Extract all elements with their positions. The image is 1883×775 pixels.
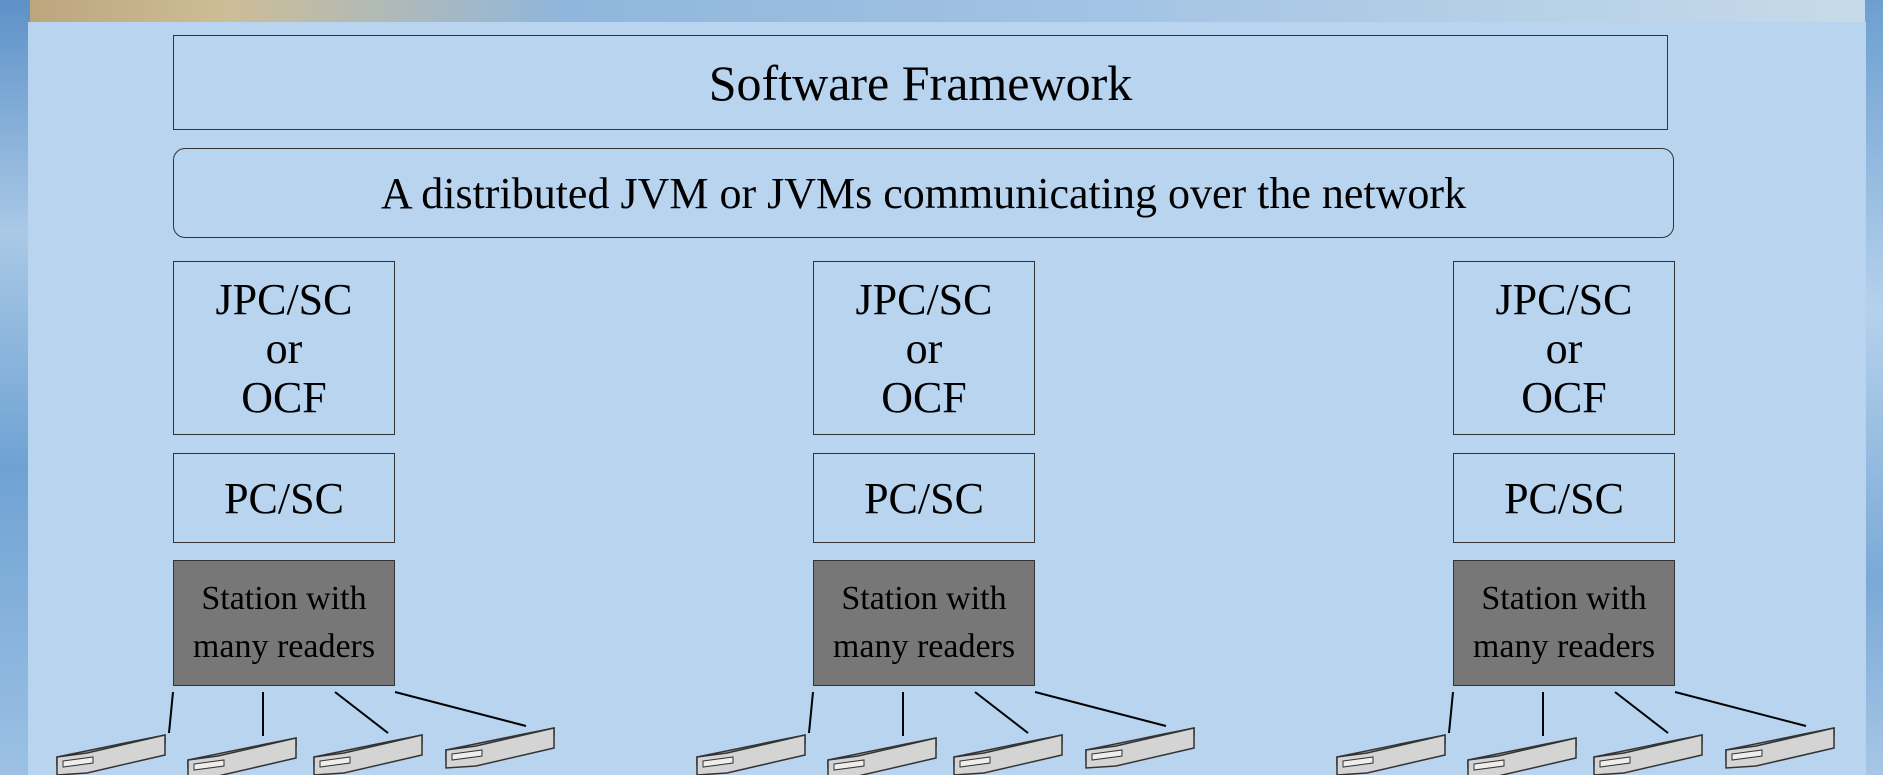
api-label-line-3: OCF xyxy=(881,372,967,422)
api-box-2: JPC/SC or OCF xyxy=(813,261,1035,435)
card-reader-icon xyxy=(1336,734,1446,775)
station-label-line-2: many readers xyxy=(1472,628,1656,665)
software-framework-box: Software Framework xyxy=(173,35,1668,130)
station-label-line-1: Station with xyxy=(1481,580,1647,617)
reader-connector-line xyxy=(334,691,389,734)
station-label-line-2: many readers xyxy=(832,628,1016,665)
station-box-2: Station with many readers xyxy=(813,560,1035,686)
reader-connector-line xyxy=(1034,691,1167,727)
reader-connector-line xyxy=(808,691,814,734)
station-label-line-2: many readers xyxy=(192,628,376,665)
reader-connector-line xyxy=(394,691,527,727)
pcsc-box-2: PC/SC xyxy=(813,453,1035,543)
card-reader-icon xyxy=(696,734,806,775)
background-texture-top xyxy=(0,0,1883,22)
api-label-line-2: or xyxy=(265,323,303,373)
card-reader-icon xyxy=(56,734,166,775)
software-framework-label: Software Framework xyxy=(708,54,1133,111)
jvm-layer-box: A distributed JVM or JVMs communicating … xyxy=(173,148,1674,238)
pcsc-label: PC/SC xyxy=(864,473,984,523)
api-box-3: JPC/SC or OCF xyxy=(1453,261,1675,435)
pcsc-box-1: PC/SC xyxy=(173,453,395,543)
reader-connector-line xyxy=(1674,691,1807,727)
api-label-line-1: JPC/SC xyxy=(1495,274,1633,324)
api-label-line-3: OCF xyxy=(1521,372,1607,422)
pcsc-box-3: PC/SC xyxy=(1453,453,1675,543)
reader-connector-line xyxy=(1614,691,1669,734)
pcsc-label: PC/SC xyxy=(224,473,344,523)
pcsc-label: PC/SC xyxy=(1504,473,1624,523)
station-label-line-1: Station with xyxy=(841,580,1007,617)
card-reader-icon xyxy=(187,737,297,775)
card-reader-icon xyxy=(1085,727,1195,769)
card-reader-icon xyxy=(953,734,1063,775)
station-box-1: Station with many readers xyxy=(173,560,395,686)
card-reader-icon xyxy=(313,734,423,775)
card-reader-icon xyxy=(1467,737,1577,775)
api-label-line-1: JPC/SC xyxy=(215,274,353,324)
api-label-line-3: OCF xyxy=(241,372,327,422)
api-label-line-2: or xyxy=(905,323,943,373)
reader-connector-line xyxy=(974,691,1029,734)
api-box-1: JPC/SC or OCF xyxy=(173,261,395,435)
station-label-line-1: Station with xyxy=(201,580,367,617)
card-reader-icon xyxy=(1593,734,1703,775)
jvm-layer-label: A distributed JVM or JVMs communicating … xyxy=(380,168,1467,218)
station-box-3: Station with many readers xyxy=(1453,560,1675,686)
reader-connector-line xyxy=(1448,691,1454,734)
card-reader-icon xyxy=(827,737,937,775)
api-label-line-2: or xyxy=(1545,323,1583,373)
reader-connector-line xyxy=(168,691,174,734)
card-reader-icon xyxy=(1725,727,1835,769)
background-texture-left xyxy=(0,0,30,775)
api-label-line-1: JPC/SC xyxy=(855,274,993,324)
background-texture-right xyxy=(1865,0,1883,775)
card-reader-icon xyxy=(445,727,555,769)
